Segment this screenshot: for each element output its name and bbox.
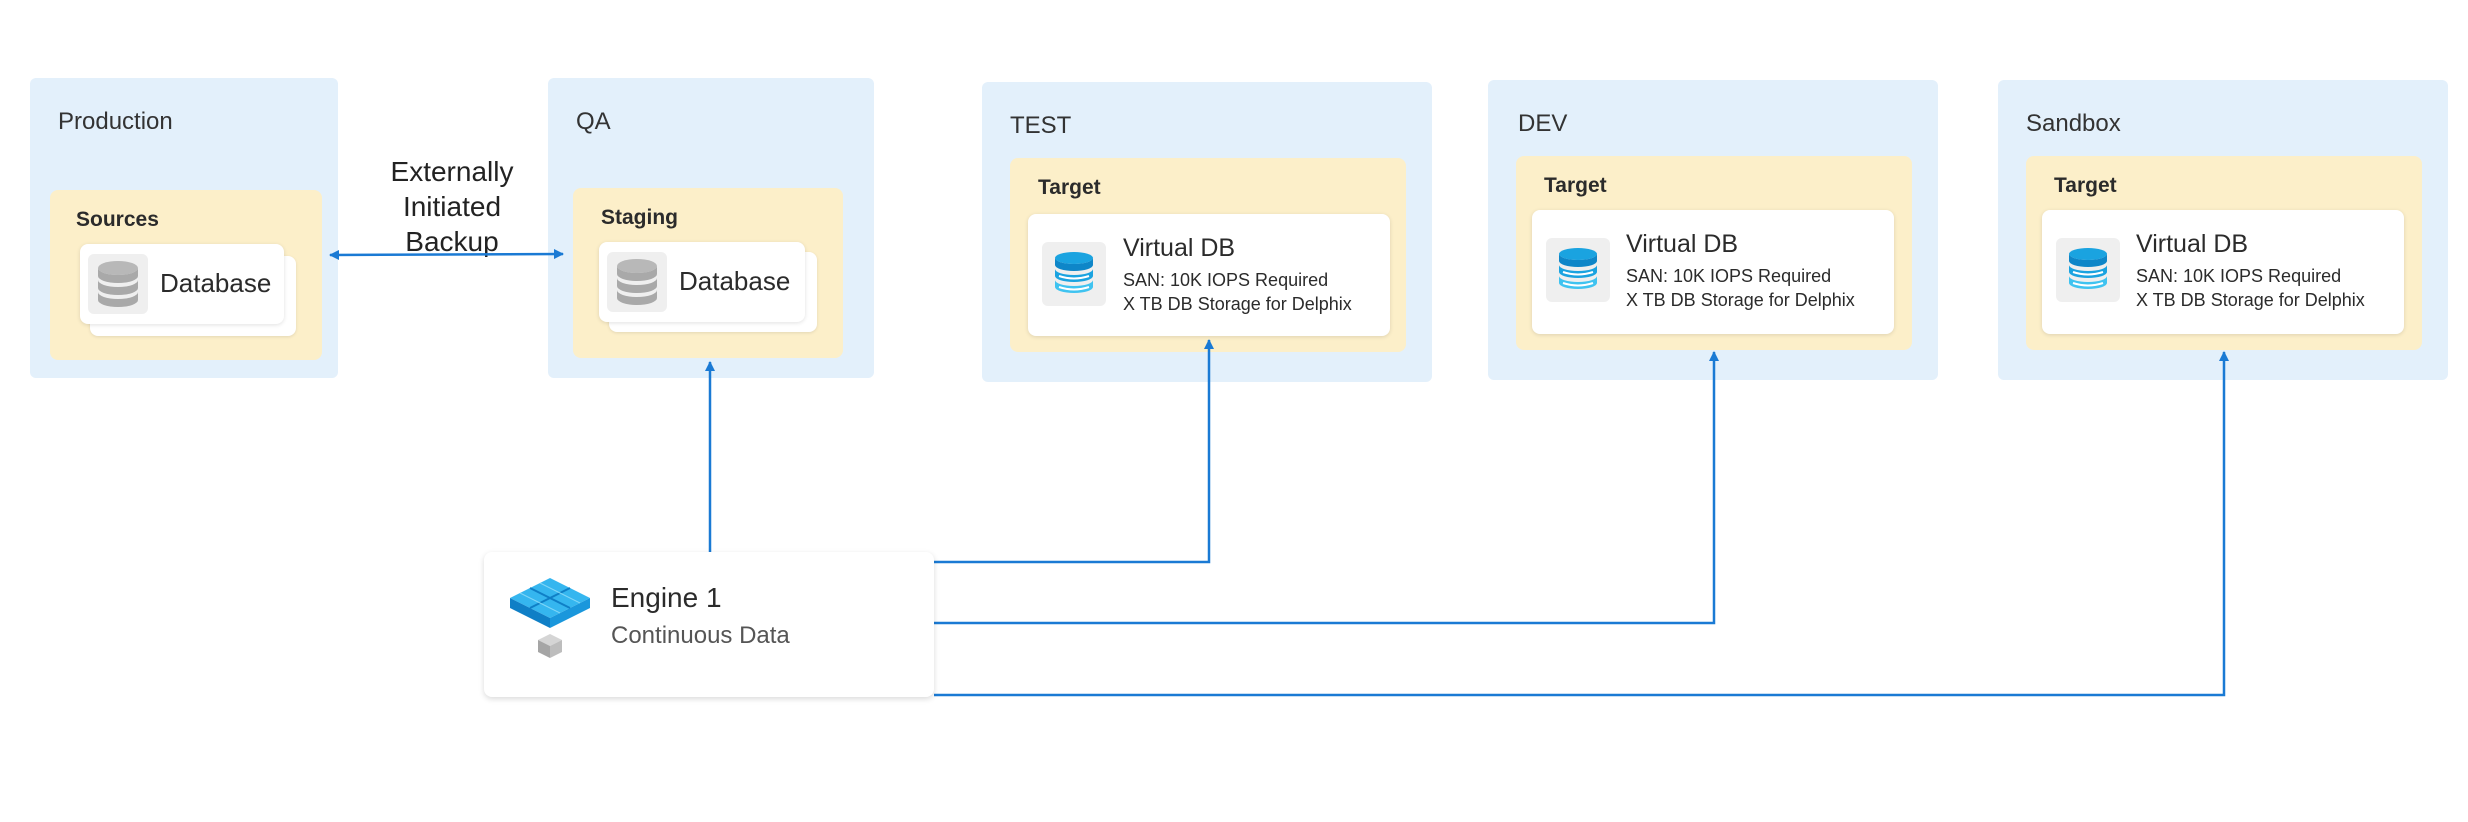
- env-title: QA: [576, 108, 611, 135]
- engine-subtitle: Continuous Data: [611, 622, 790, 649]
- group-sources: Sources Database: [50, 190, 322, 360]
- virtual-db-icon-tile: [1042, 242, 1106, 306]
- backup-label-line: Initiated: [402, 191, 502, 222]
- env-test: TEST Target Virtual DB SAN: 10K IOPS Req…: [982, 82, 1432, 382]
- group-title: Sources: [76, 208, 159, 231]
- database-card[interactable]: Database: [80, 244, 284, 324]
- virtual-db-title: Virtual DB: [1123, 234, 1236, 262]
- engine-to-test-connector: [934, 339, 1214, 564]
- env-production: Production Sources Database: [30, 78, 338, 378]
- database-label: Database: [160, 268, 272, 298]
- env-title: DEV: [1518, 110, 1568, 137]
- virtual-db-title: Virtual DB: [1626, 230, 1739, 258]
- engine-card[interactable]: Engine 1 Continuous Data: [484, 552, 934, 697]
- virtual-db-card[interactable]: Virtual DB SAN: 10K IOPS Required X TB D…: [1028, 214, 1390, 336]
- virtual-db-iops: SAN: 10K IOPS Required: [1123, 270, 1329, 290]
- env-title: Sandbox: [2026, 110, 2121, 137]
- env-title: TEST: [1010, 112, 1072, 139]
- engine-icon: [510, 578, 590, 658]
- group-target: Target Virtual DB SAN: 10K IOPS Required…: [1516, 156, 1912, 350]
- database-icon-tile: [607, 252, 667, 312]
- group-target: Target Virtual DB SAN: 10K IOPS Required…: [2026, 156, 2422, 350]
- backup-connector: [329, 249, 564, 260]
- group-target: Target Virtual DB SAN: 10K IOPS Required…: [1010, 158, 1406, 352]
- database-card[interactable]: Database: [599, 242, 805, 322]
- virtual-db-storage: X TB DB Storage for Delphix: [1123, 294, 1352, 314]
- env-qa: QA Staging Database: [548, 78, 874, 378]
- virtual-db-icon-tile: [1546, 238, 1610, 302]
- database-icon-tile: [88, 254, 148, 314]
- group-title: Target: [2054, 174, 2117, 197]
- virtual-db-card[interactable]: Virtual DB SAN: 10K IOPS Required X TB D…: [2042, 210, 2404, 334]
- virtual-db-card[interactable]: Virtual DB SAN: 10K IOPS Required X TB D…: [1532, 210, 1894, 334]
- database-icon: [617, 259, 657, 305]
- engine-title: Engine 1: [611, 582, 722, 613]
- virtual-db-icon: [1559, 248, 1597, 289]
- group-title: Staging: [601, 206, 678, 229]
- backup-label-line: Externally: [390, 156, 514, 187]
- engine-to-dev-connector: [934, 351, 1719, 625]
- database-label: Database: [679, 266, 791, 296]
- virtual-db-icon: [1055, 252, 1093, 293]
- env-dev: DEV Target Virtual DB SAN: 10K IOPS Requ…: [1488, 80, 1938, 380]
- virtual-db-title: Virtual DB: [2136, 230, 2249, 258]
- virtual-db-storage: X TB DB Storage for Delphix: [2136, 290, 2365, 310]
- virtual-db-iops: SAN: 10K IOPS Required: [1626, 266, 1832, 286]
- group-title: Target: [1038, 176, 1101, 199]
- virtual-db-icon-tile: [2056, 238, 2120, 302]
- env-sandbox: Sandbox Target Virtual DB SAN: 10K IOPS …: [1998, 80, 2448, 380]
- database-icon: [98, 261, 138, 307]
- virtual-db-icon: [2069, 248, 2107, 289]
- group-title: Target: [1544, 174, 1607, 197]
- group-staging: Staging Database: [573, 188, 843, 358]
- engine-to-sandbox-connector: [934, 351, 2229, 697]
- env-title: Production: [58, 108, 173, 135]
- virtual-db-iops: SAN: 10K IOPS Required: [2136, 266, 2342, 286]
- virtual-db-storage: X TB DB Storage for Delphix: [1626, 290, 1855, 310]
